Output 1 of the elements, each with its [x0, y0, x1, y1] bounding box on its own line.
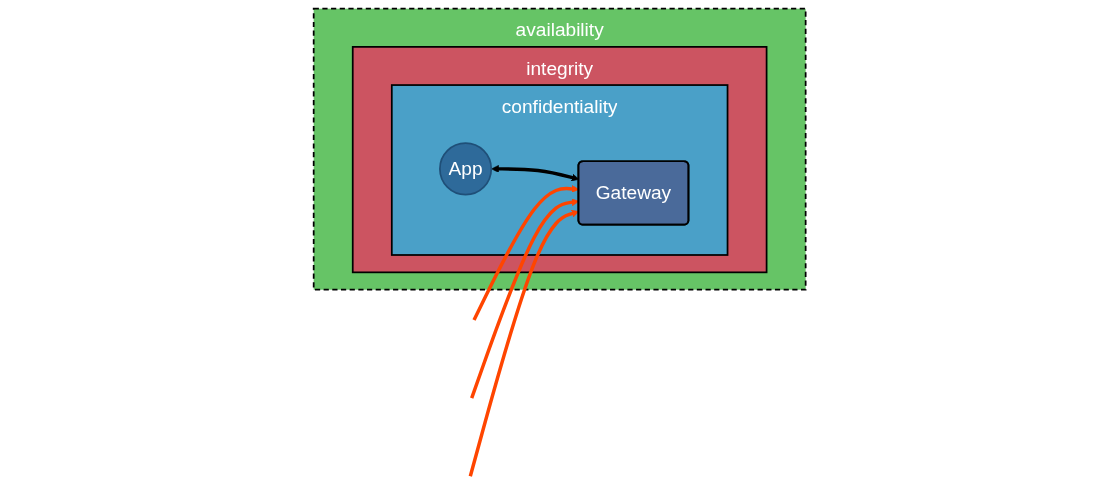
node-circle: App: [439, 142, 493, 196]
